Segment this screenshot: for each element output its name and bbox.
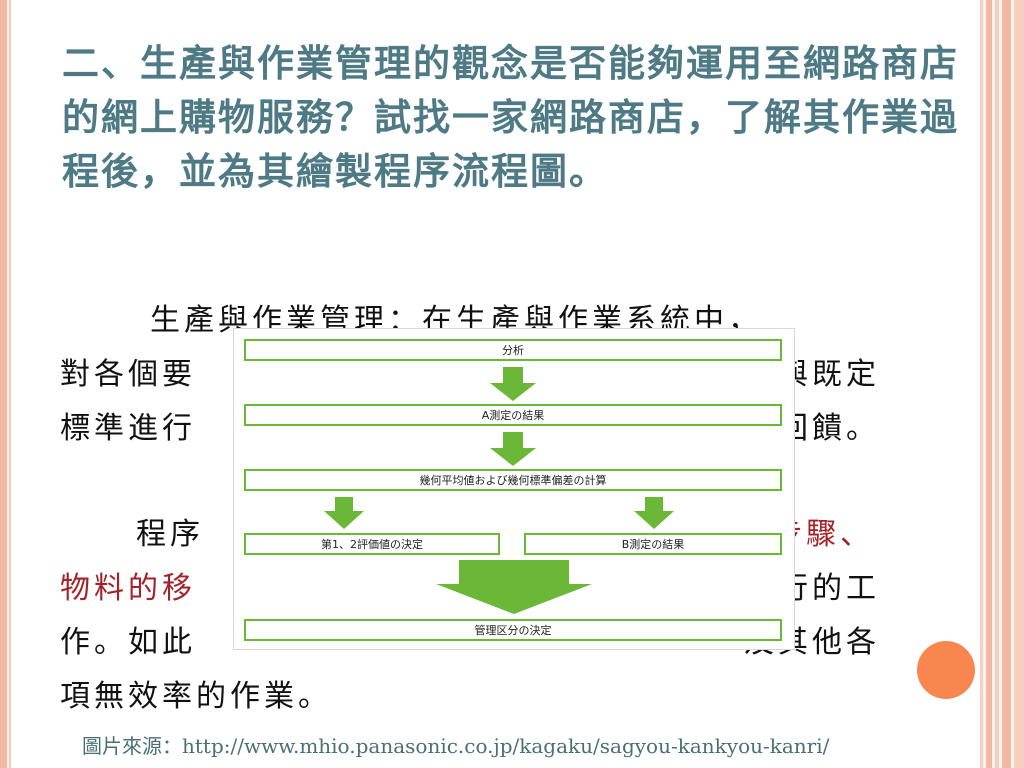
down-arrow-icon bbox=[490, 432, 536, 466]
flow-step-management-category: 管理区分の決定 bbox=[244, 619, 782, 641]
stripe-4 bbox=[1002, 0, 1011, 768]
process-line-4: 項無效率的作業。 bbox=[60, 679, 332, 714]
process-line-2-left-highlight: 物料的移 bbox=[60, 571, 196, 606]
right-decorative-stripes bbox=[980, 0, 1024, 768]
decorative-circle bbox=[917, 641, 975, 699]
down-arrow-icon bbox=[490, 367, 536, 401]
image-source-caption: 圖片來源：http://www.mhio.panasonic.co.jp/kag… bbox=[82, 734, 830, 758]
stripe-2 bbox=[986, 0, 992, 768]
flow-step-geometric-calculation: 幾何平均値および幾何標準偏差の計算 bbox=[244, 469, 782, 491]
down-arrow-icon bbox=[634, 497, 674, 529]
process-line-1-left: 程序 bbox=[136, 517, 204, 552]
definition-line-3-left: 標準進行 bbox=[60, 411, 196, 446]
left-border-inner-stripe bbox=[9, 0, 11, 768]
large-down-arrow-icon bbox=[436, 560, 592, 614]
stripe-3 bbox=[995, 0, 999, 768]
flow-step-a-measurement: A測定の結果 bbox=[244, 404, 782, 426]
flow-step-b-measurement: B測定の結果 bbox=[524, 533, 782, 555]
flow-step-analysis: 分析 bbox=[244, 339, 782, 361]
left-border-stripe bbox=[0, 0, 7, 768]
definition-line-2-left: 對各個要 bbox=[60, 357, 196, 392]
stripe-1 bbox=[980, 0, 983, 768]
process-flowchart-image: 分析 A測定の結果 幾何平均値および幾何標準偏差の計算 第1、2評価値の決定 B… bbox=[233, 328, 795, 650]
flow-step-evaluation-values: 第1、2評価値の決定 bbox=[244, 533, 500, 555]
process-line-3-left: 作。如此 bbox=[60, 625, 196, 660]
stripe-5 bbox=[1014, 0, 1024, 768]
slide-title: 二、生產與作業管理的觀念是否能夠運用至網路商店的網上購物服務？試找一家網路商店，… bbox=[62, 41, 959, 193]
down-arrow-icon bbox=[324, 497, 364, 529]
